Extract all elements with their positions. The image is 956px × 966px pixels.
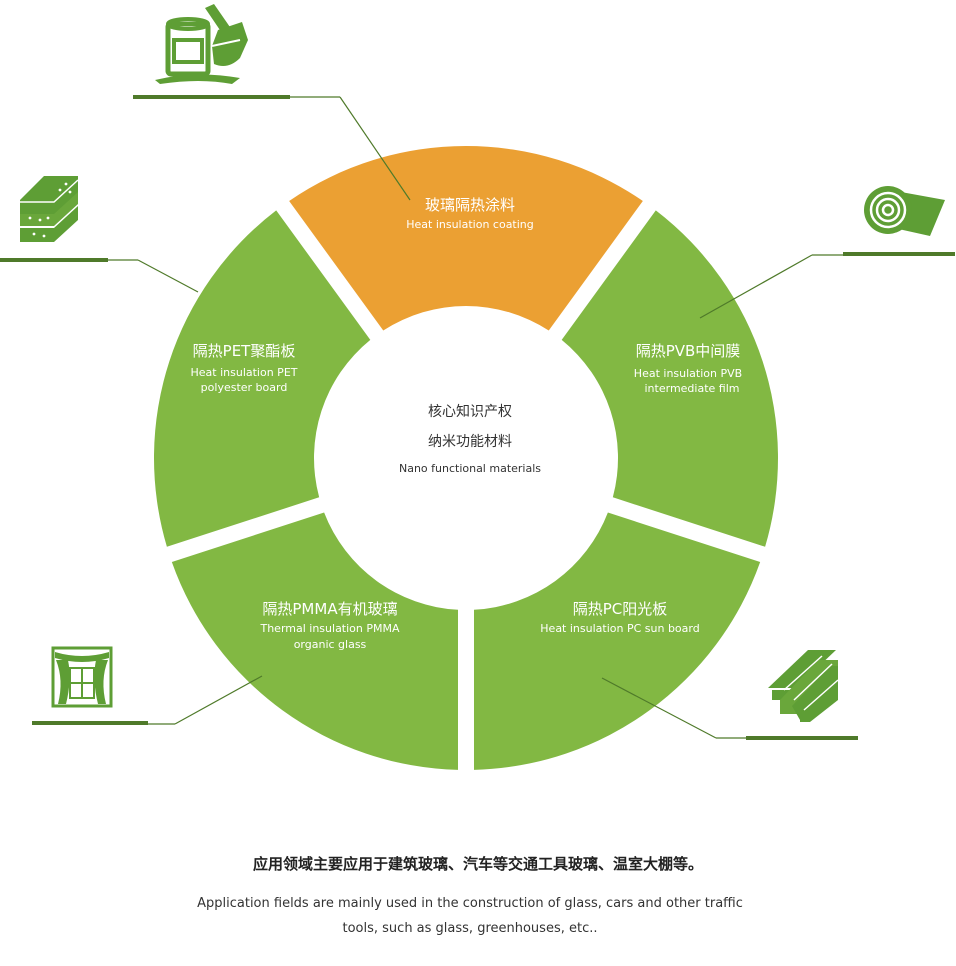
ring-segments (153, 146, 778, 770)
center-subtitle: Nano functional materials (399, 462, 541, 475)
window-curtain-icon (51, 646, 113, 708)
layered-board-icon (20, 176, 79, 242)
label-pet-zh: 隔热PET聚酯板 (193, 342, 296, 360)
label-pvb-zh: 隔热PVB中间膜 (636, 342, 741, 360)
icon-baselines (0, 95, 955, 740)
label-pmma-en-1: Thermal insulation PMMA (259, 622, 400, 635)
paint-bucket-icon (155, 4, 248, 84)
label-pvb-en-2: intermediate film (645, 382, 740, 395)
sun-board-icon (768, 650, 839, 722)
connector-pc (601, 677, 717, 739)
footer-description: Application fields are mainly used in th… (197, 896, 743, 936)
label-pmma-en-2: organic glass (294, 638, 367, 651)
center-hub: 核心知识产权 纳米功能材料 Nano functional materials (399, 403, 541, 475)
film-roll-icon (864, 186, 945, 236)
connector-pmma (174, 675, 263, 725)
segment-pc (473, 512, 761, 770)
donut-diagram: 玻璃隔热涂料 Heat insulation coating 隔热PVB中间膜 … (0, 4, 955, 770)
center-title-line1: 核心知识产权 (428, 403, 512, 420)
segment-pmma (171, 512, 459, 770)
segment-coating (289, 146, 643, 331)
label-pet-en-2: polyester board (201, 381, 288, 394)
segment-pet (153, 210, 371, 547)
connector-lines (137, 96, 813, 739)
label-pet-en-1: Heat insulation PET (191, 366, 298, 379)
label-pvb-en-1: Heat insulation PVB (634, 367, 742, 380)
label-coating-en: Heat insulation coating (406, 218, 534, 231)
connector-pet (137, 259, 199, 293)
label-pc-en: Heat insulation PC sun board (540, 622, 699, 635)
segment-labels: 玻璃隔热涂料 Heat insulation coating 隔热PVB中间膜 … (191, 196, 743, 651)
label-coating-zh: 玻璃隔热涂料 (425, 196, 515, 214)
center-title-line2: 纳米功能材料 (428, 434, 512, 450)
label-pc-zh: 隔热PC阳光板 (573, 600, 668, 618)
label-pmma-zh: 隔热PMMA有机玻璃 (262, 600, 397, 618)
segment-pvb (561, 210, 778, 547)
connector-pvb (699, 254, 813, 319)
footer-title: 应用领域主要应用于建筑玻璃、汽车等交通工具玻璃、温室大棚等。 (252, 855, 703, 873)
connector-coating (339, 96, 411, 201)
